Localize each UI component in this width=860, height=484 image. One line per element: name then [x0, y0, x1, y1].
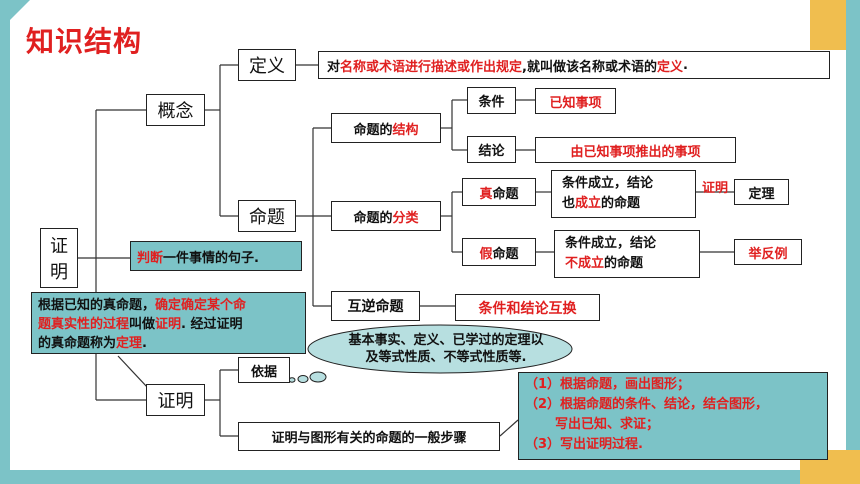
node-proof-steps: 证明与图形有关的命题的一般步骤: [238, 422, 500, 451]
node-true-proposition: 真命题: [462, 178, 536, 206]
judgment-callout: 判断一件事情的句子.: [130, 241, 302, 271]
step-3: （3）写出证明过程.: [525, 437, 643, 452]
definition-text-p5: .: [683, 57, 688, 73]
step-1: （1）根据命题，画出图形；: [525, 377, 691, 392]
node-inverse-proposition: 互逆命题: [331, 291, 420, 321]
classification-prefix: 命题的: [353, 210, 393, 226]
structure-keyword: 结构: [392, 122, 419, 138]
judgment-keyword: 判断: [137, 250, 164, 266]
node-proposition: 命题: [238, 200, 296, 232]
false-description-box: 条件成立，结论 不成立的命题: [554, 230, 700, 278]
node-concept: 概念: [146, 94, 205, 126]
counterexample-box: 举反例: [734, 239, 802, 265]
false-suffix: 命题: [492, 246, 519, 262]
false-desc-line2: 不成立的命题: [565, 256, 644, 271]
true-description-box: 条件成立，结论 也成立的命题: [551, 170, 696, 218]
definition-text-term: 定义: [656, 59, 683, 75]
step-2: （2）根据命题的条件、结论，结合图形，: [525, 397, 769, 412]
derived-items-box: 由已知事项推出的事项: [535, 137, 736, 163]
true-desc-line2: 也成立的命题: [562, 196, 641, 211]
false-keyword: 假: [479, 246, 493, 262]
node-condition: 条件: [467, 87, 516, 114]
node-false-proposition: 假命题: [462, 238, 536, 266]
node-proof: 证明: [146, 384, 205, 416]
classification-keyword: 分类: [392, 210, 419, 226]
root-node-proof: 证 明: [40, 228, 78, 288]
proof-arrow-label: 证明: [702, 181, 729, 196]
step-2-continued: 写出已知、求证；: [555, 417, 660, 432]
judgment-rest: 一件事情的句子.: [163, 250, 259, 266]
proof-definition-callout: 根据已知的真命题，确定确定某个命 题真实性的过程叫做证明. 经过证明 的真命题称…: [31, 292, 306, 354]
definition-text-highlight: 名称或术语进行描述或作出规定: [340, 59, 523, 75]
node-basis: 依据: [238, 357, 290, 383]
left-frame-bar: [0, 0, 10, 484]
true-desc-line1: 条件成立，结论: [562, 176, 654, 191]
known-items-box: 已知事项: [535, 88, 616, 114]
root-char-2: 明: [50, 262, 68, 283]
node-conclusion: 结论: [467, 136, 516, 163]
basis-cloud-text: 基本事实、定义、已学过的定理以 及等式性质、不等式性质等.: [348, 333, 544, 365]
structure-prefix: 命题的: [353, 122, 393, 138]
theorem-box: 定理: [734, 179, 789, 205]
inverse-description-box: 条件和结论互换: [455, 294, 600, 321]
node-definition: 定义: [238, 49, 296, 81]
true-keyword: 真: [479, 186, 493, 202]
proof-steps-box: （1）根据命题，画出图形； （2）根据命题的条件、结论，结合图形， 写出已知、求…: [518, 372, 828, 460]
definition-text-box: 对 名称或术语进行描述或作出规定 ,就叫做该名称或术语的 定义 .: [318, 51, 830, 79]
true-suffix: 命题: [492, 186, 519, 202]
node-proposition-classification: 命题的分类: [331, 201, 441, 231]
definition-text-p1: 对: [327, 59, 341, 75]
definition-text-p3: ,就叫做该名称或术语的: [522, 59, 657, 75]
node-proposition-structure: 命题的结构: [331, 113, 441, 143]
top-left-corner-decoration: [0, 0, 30, 30]
page-title: 知识结构: [26, 25, 143, 58]
bottom-frame-bar: [0, 470, 860, 484]
right-frame-bar: [846, 0, 860, 484]
root-char-1: 证: [50, 236, 68, 257]
false-desc-line1: 条件成立，结论: [565, 236, 657, 251]
